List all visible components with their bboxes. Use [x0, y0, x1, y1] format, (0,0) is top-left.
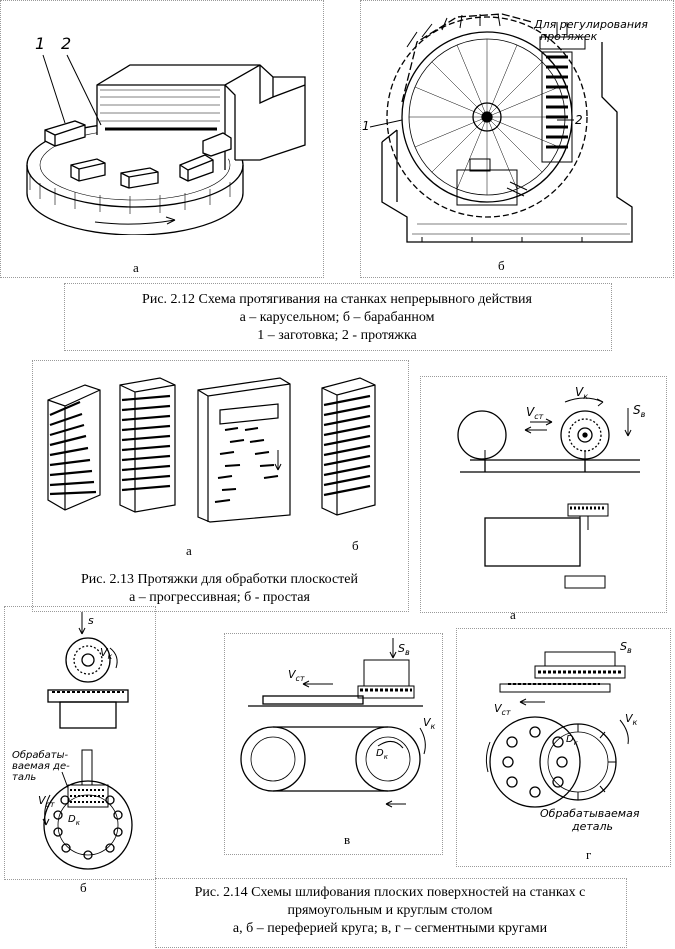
fig214-label-v: в	[344, 832, 351, 847]
fig212-caption-line2: а – карусельном; б – барабанном	[239, 310, 435, 325]
fig213-caption-line2: а – прогрессивная; б - простая	[129, 590, 310, 605]
fig214b-workpiece-3: таль	[12, 772, 36, 783]
grinding-a-drawing: Vст Vк Sв	[457, 385, 646, 589]
fig212-label-b: б	[498, 258, 505, 273]
fig214-label-b: б	[80, 880, 87, 895]
fig214v-vk: Vк	[423, 716, 436, 731]
fig212-caption-line1: Рис. 2.12 Схема протягивания на станках …	[142, 292, 532, 307]
fig214-caption-frame	[155, 878, 627, 948]
fig214v-frame	[224, 633, 443, 855]
fig214a-vct: Vст	[526, 405, 544, 421]
fig214g-dk: Dк	[566, 734, 579, 747]
grinding-v-drawing: Vст Sв Vк Dк	[240, 638, 436, 808]
callout-2: 2	[61, 34, 71, 53]
grinding-g-drawing: Sв Vст Vк Dк Обрабатываемая деталь	[485, 640, 640, 833]
drum-broaching-drawing: 1 2 Для регулирования протяжек	[362, 13, 648, 243]
fig214g-workpiece-1: Обрабатываемая	[540, 807, 640, 820]
fig212b-frame	[360, 0, 674, 278]
fig214v-vct: Vст	[288, 668, 305, 683]
fig214b-dk: Dк	[68, 814, 81, 827]
note-top-1: Для регулирования	[533, 18, 648, 31]
fig212a-frame	[0, 0, 324, 278]
fig214b-workpiece-1: Обрабаты-	[12, 749, 69, 761]
fig214-caption-line2: прямоугольным и круглым столом	[287, 903, 493, 918]
fig214b-workpiece-2: ваемая де-	[12, 761, 70, 772]
fig214v-dk: Dк	[376, 748, 389, 761]
fig214g-vk: Vк	[625, 712, 638, 727]
fig213-caption-line1: Рис. 2.13 Протяжки для обработки плоскос…	[80, 572, 358, 587]
fig214b-vk: Vк	[100, 646, 113, 661]
fig214-caption-line1: Рис. 2.14 Схемы шлифования плоских повер…	[194, 885, 586, 900]
fig213-caption: Рис. 2.13 Протяжки для обработки плоскос…	[32, 571, 407, 607]
callout-b1: 1	[362, 119, 370, 133]
fig214v-sv: Sв	[398, 642, 410, 657]
fig214a-frame	[420, 376, 667, 613]
fig214-label-a: а	[510, 607, 516, 622]
fig214g-sv: Sв	[620, 640, 632, 655]
fig214-label-g: г	[586, 847, 592, 862]
fig212-caption: Рис. 2.12 Схема протягивания на станках …	[64, 291, 610, 345]
fig214g-workpiece-2: деталь	[571, 820, 613, 833]
fig214a-sv: Sв	[633, 403, 646, 419]
fig214b-vct: Vст	[38, 794, 55, 809]
callout-1: 1	[35, 34, 45, 53]
carousel-broaching-drawing: 1 2	[26, 34, 306, 235]
callout-b2: 2	[575, 113, 583, 127]
fig214g-vct: Vст	[494, 702, 511, 717]
fig212-caption-frame	[64, 283, 612, 351]
fig214a-vk: Vк	[575, 385, 588, 401]
broaches-drawing	[47, 377, 376, 523]
fig214b-s: s	[88, 614, 94, 627]
fig213-label-b: б	[352, 538, 359, 553]
fig213-label-a: а	[186, 543, 192, 558]
fig213-frame	[32, 360, 409, 612]
fig214b-frame	[4, 606, 156, 880]
fig214g-frame	[456, 628, 671, 867]
fig212-caption-line3: 1 – заготовка; 2 - протяжка	[257, 328, 417, 343]
fig214-caption: Рис. 2.14 Схемы шлифования плоских повер…	[155, 884, 625, 938]
fig212-label-a: а	[133, 260, 139, 275]
grinding-b-drawing: Vк s Vст Dк Обрабаты- ваемая де- таль	[12, 612, 133, 870]
note-top-2: протяжек	[540, 30, 598, 43]
fig214-caption-line3: а, б – переферией круга; в, г – сегментн…	[232, 921, 548, 936]
